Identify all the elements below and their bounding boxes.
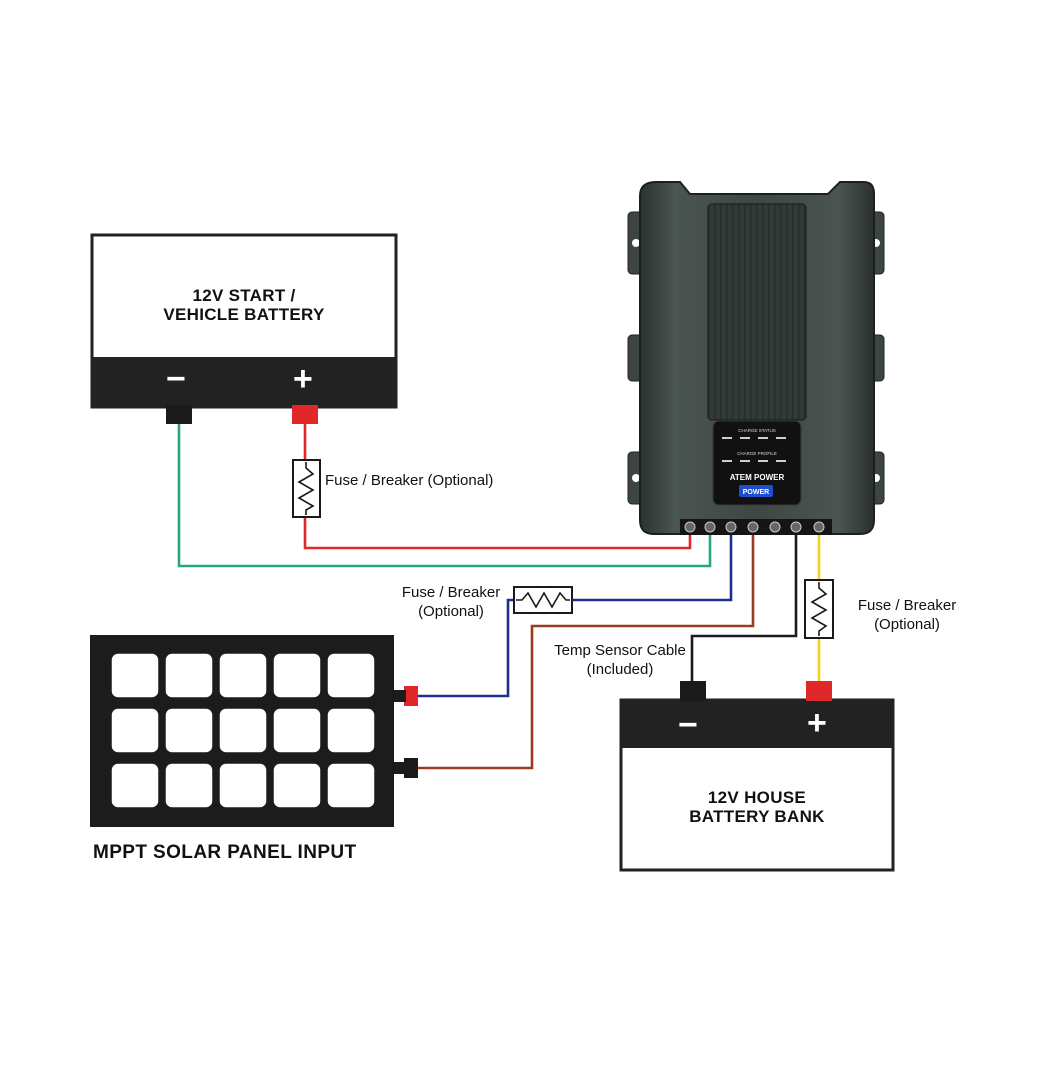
solar-positive-connector: [404, 686, 418, 706]
solar-cell: [164, 652, 214, 699]
temp-sensor-label-line1: Temp Sensor Cable: [554, 642, 686, 659]
house-battery-title-line1: 12V HOUSE: [707, 788, 807, 807]
house-battery-title-line2: BATTERY BANK: [689, 807, 825, 826]
solar-negative-connector: [404, 758, 418, 778]
charger-panel-header-1: CHARGE STATUS: [738, 428, 776, 433]
solar-cell: [218, 762, 268, 809]
solar-panel: [90, 635, 418, 827]
solar-cell: [164, 707, 214, 754]
charger-power-badge: [739, 485, 773, 497]
house-positive-terminal: [806, 681, 832, 701]
solar-cell: [110, 762, 160, 809]
fuse-house-label-line2: (Optional): [874, 616, 940, 633]
charger-panel-header-2: CHARGE PROFILE: [737, 451, 777, 456]
solar-cell: [272, 762, 322, 809]
wire-vehicle-negative: [177, 422, 712, 568]
fuse-house-label: Fuse / Breaker (Optional): [848, 596, 966, 634]
wire-temp-sensor: [690, 530, 798, 684]
vehicle-battery-title-line2: VEHICLE BATTERY: [163, 305, 325, 324]
fuse-vehicle-label: Fuse / Breaker (Optional): [325, 472, 494, 489]
vehicle-negative-terminal: [166, 405, 192, 424]
vehicle-plus-sign: +: [293, 360, 313, 398]
fuse-solar: [513, 586, 573, 614]
solar-cell: [218, 707, 268, 754]
vehicle-minus-sign: −: [166, 360, 186, 398]
dc-dc-charger: CHARGE STATUS CHARGE PROFILE ATEM POWER …: [627, 181, 885, 535]
solar-cell: [326, 762, 376, 809]
fuse-solar-label-line1: Fuse / Breaker: [401, 584, 501, 601]
fuse-solar-label-line2: (Optional): [418, 603, 484, 620]
vehicle-positive-terminal: [292, 405, 318, 424]
vehicle-battery: [90, 233, 398, 424]
solar-cell: [272, 707, 322, 754]
charger-power-badge-label: POWER: [743, 489, 769, 496]
charger-terminals: [684, 521, 825, 533]
solar-cell: [110, 707, 160, 754]
fuse-house: [804, 579, 834, 639]
fuse-solar-label: Fuse / Breaker (Optional): [392, 583, 510, 621]
wire-solar-positive: [417, 598, 514, 698]
vehicle-battery-title-line1: 12V START /: [192, 286, 296, 305]
house-minus-sign: −: [678, 706, 698, 744]
wire-solar-positive-to-charger: [572, 530, 733, 602]
house-battery-title: 12V HOUSE BATTERY BANK: [621, 788, 893, 826]
house-negative-terminal: [680, 681, 706, 701]
solar-cell: [272, 652, 322, 699]
charger-brand: ATEM POWER: [730, 473, 785, 482]
fuse-house-label-line1: Fuse / Breaker: [857, 597, 957, 614]
solar-cell: [164, 762, 214, 809]
temp-sensor-label-line2: (Included): [586, 661, 654, 678]
solar-panel-label: MPPT SOLAR PANEL INPUT: [93, 842, 357, 863]
house-plus-sign: +: [807, 704, 827, 742]
wire-solar-negative: [417, 530, 755, 770]
temp-sensor-label: Temp Sensor Cable (Included): [544, 641, 696, 679]
solar-cell: [326, 652, 376, 699]
fuse-vehicle: [292, 459, 321, 518]
vehicle-battery-title: 12V START / VEHICLE BATTERY: [92, 286, 396, 324]
solar-cell: [218, 652, 268, 699]
house-battery: [619, 681, 895, 872]
solar-cell: [326, 707, 376, 754]
solar-cell: [110, 652, 160, 699]
